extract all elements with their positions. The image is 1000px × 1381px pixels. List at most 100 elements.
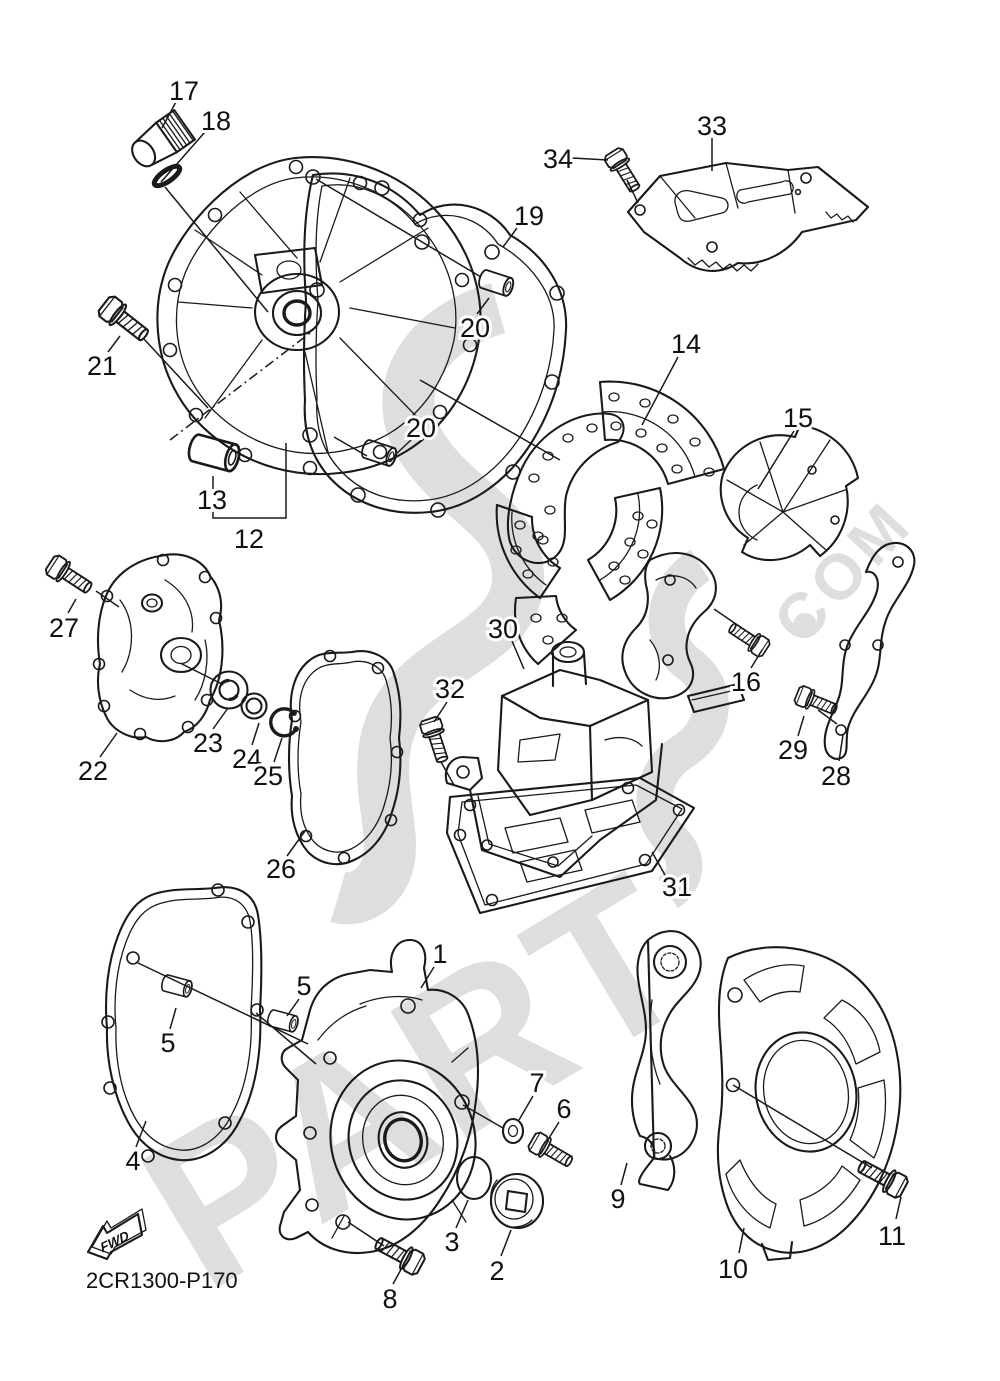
- watermark-dot-icon: [793, 613, 817, 637]
- assembly-line-9: [626, 179, 639, 204]
- callout-label-1: 1: [432, 939, 447, 969]
- callout-label-29: 29: [778, 735, 808, 765]
- callout-label-23: 23: [193, 728, 223, 758]
- callout-leader-32: [433, 701, 448, 723]
- part-pump-cover: [92, 553, 224, 743]
- callout-leader-2: [500, 1229, 512, 1257]
- watermark-swirl-icon: [330, 282, 544, 925]
- part-pump-gasket: [287, 649, 404, 866]
- callout-label-24: 24: [232, 744, 262, 774]
- callout-label-14: 14: [671, 329, 701, 359]
- callout-label-10: 10: [718, 1254, 748, 1284]
- fwd-label: FWD: [98, 1228, 130, 1256]
- part-bolt-34: [601, 145, 646, 197]
- callout-label-13: 13: [197, 485, 227, 515]
- callout-label-28: 28: [821, 761, 851, 791]
- assembly-line-0: [315, 178, 482, 278]
- callout-leader-14: [641, 356, 679, 426]
- callout-label-26: 26: [266, 854, 296, 884]
- assembly-line-2: [419, 379, 561, 461]
- callout-leader-20: [393, 439, 412, 457]
- part-collar-5a: [159, 973, 195, 999]
- callout-label-19: 19: [514, 201, 544, 231]
- part-bolt-27: [42, 552, 97, 600]
- part-oil-plug: [489, 1172, 545, 1230]
- part-bolt-16: [724, 617, 773, 660]
- part-heat-shield: [626, 161, 870, 272]
- part-generator-cover: [274, 938, 479, 1254]
- callout-label-30: 30: [488, 614, 518, 644]
- callout-leader-30: [511, 640, 525, 670]
- callout-label-32: 32: [435, 674, 465, 704]
- callout-leader-3: [455, 1199, 469, 1229]
- part-breather-tank: [444, 640, 664, 879]
- part-bolt-32: [417, 714, 455, 766]
- part-lead-bracket: [630, 930, 702, 1192]
- callout-label-20: 20: [460, 313, 490, 343]
- callout-leader-29: [797, 715, 805, 737]
- callout-leader-9: [620, 1162, 628, 1186]
- callout-leader-10: [738, 1227, 745, 1254]
- callout-leader-27: [67, 598, 77, 614]
- assembly-line-18: [212, 443, 287, 519]
- callout-label-4: 4: [125, 1146, 140, 1176]
- callout-label-20: 20: [406, 413, 436, 443]
- part-clutch-cover-gasket: [302, 169, 568, 518]
- callout-leader-6: [548, 1121, 560, 1139]
- assembly-line-13: [732, 1084, 873, 1169]
- callout-leader-34: [571, 157, 609, 161]
- callout-labels: 1234556789101112131415161718192020212223…: [46, 73, 909, 1317]
- assembly-line-7: [95, 590, 120, 608]
- assembly-line-5: [142, 337, 209, 409]
- assembly-line-15: [179, 662, 223, 685]
- callout-leader-31: [651, 851, 666, 876]
- callout-label-8: 8: [382, 1284, 397, 1314]
- callout-label-2: 2: [489, 1256, 504, 1286]
- assembly-line-4: [255, 1012, 317, 1065]
- part-sprocket-cover: [716, 946, 902, 1262]
- callout-label-16: 16: [731, 667, 761, 697]
- callout-label-34: 34: [543, 144, 573, 174]
- callout-label-18: 18: [201, 106, 231, 136]
- callout-label-5: 5: [296, 971, 311, 1001]
- part-bolt-8: [370, 1230, 428, 1278]
- callout-label-33: 33: [697, 111, 727, 141]
- callout-label-27: 27: [49, 613, 79, 643]
- part-breather-plate: [445, 776, 696, 915]
- callout-leader-11: [895, 1196, 902, 1220]
- callout-leader-21: [107, 335, 121, 353]
- fwd-arrow-icon: [86, 1208, 147, 1261]
- assembly-line-14: [347, 1221, 385, 1247]
- callout-leader-5: [286, 998, 300, 1017]
- assembly-line-16: [462, 1104, 504, 1129]
- callout-label-3: 3: [444, 1227, 459, 1257]
- callout-leader-24: [251, 722, 260, 746]
- part-washer-24: [240, 692, 268, 720]
- callout-leader-18: [160, 131, 206, 183]
- callout-leader-23: [212, 707, 229, 730]
- callout-label-9: 9: [610, 1184, 625, 1214]
- callout-label-31: 31: [662, 872, 692, 902]
- callout-leader-7: [518, 1095, 534, 1121]
- assembly-line-12: [440, 761, 455, 786]
- part-pickup-gasket: [823, 542, 916, 760]
- part-oring-3: [455, 1155, 493, 1201]
- watermark-swirl-icon: [636, 549, 729, 909]
- part-washer-7: [501, 1117, 525, 1145]
- part-dowel-13: [185, 431, 244, 474]
- assembly-line-6: [169, 332, 311, 441]
- leader-lines: [67, 99, 902, 1285]
- callout-leader-20: [476, 297, 490, 315]
- callout-label-17: 17: [169, 76, 199, 106]
- callout-leader-26: [286, 830, 306, 857]
- callout-label-15: 15: [783, 403, 813, 433]
- callout-leader-5: [169, 1007, 177, 1030]
- part-damper-retainer: [621, 423, 860, 714]
- part-bolt-21: [95, 292, 155, 348]
- callout-leader-8: [392, 1263, 405, 1285]
- callout-leader-17: [161, 99, 178, 129]
- part-clutch-damper: [495, 380, 726, 666]
- callout-leader-15: [757, 430, 795, 490]
- callout-label-11: 11: [878, 1221, 906, 1251]
- part-generator-gasket: [101, 883, 264, 1163]
